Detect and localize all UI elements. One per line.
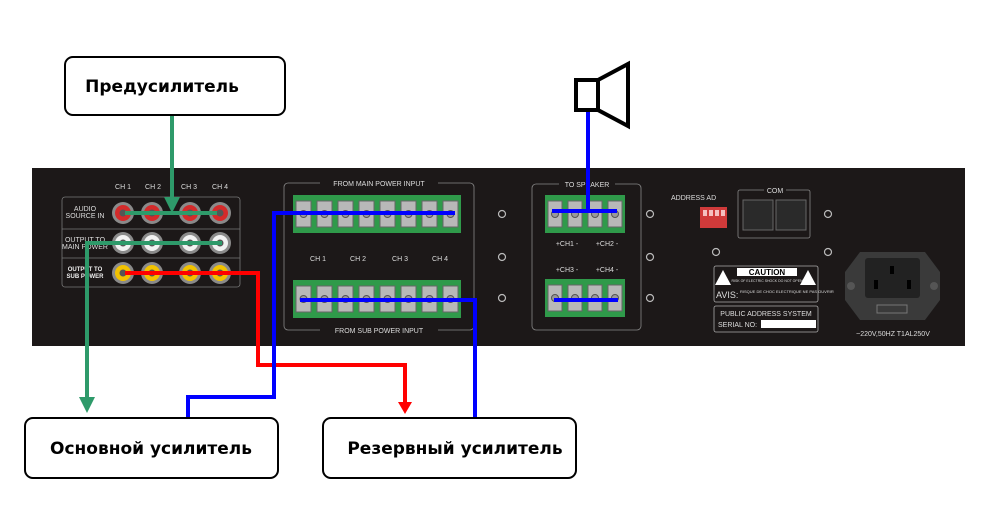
terminal-ch-label: CH 2 (350, 256, 366, 263)
warning-icon (800, 270, 816, 285)
blue-wires (186, 112, 618, 418)
row-label: AUDIO (74, 206, 97, 213)
rca-ch-label: CH 1 (115, 184, 131, 191)
speaker-ch-label: +CH4 - (596, 267, 619, 274)
warning-icon (715, 270, 731, 285)
main-power-input-wire (186, 211, 455, 418)
rca-ch-label: CH 3 (181, 184, 197, 191)
row-label: OUTPUT TO (65, 237, 106, 244)
screw-icon (645, 209, 655, 219)
preamp-box: Предусилитель (64, 56, 286, 116)
arrow-icon (398, 402, 412, 414)
address-dip-switch[interactable] (700, 207, 727, 228)
com-label: COM (767, 188, 784, 195)
rj45-port[interactable] (775, 199, 807, 231)
caution-label: CAUTION RISK OF ELECTRIC SHOCK DO NOT OP… (713, 265, 834, 303)
sub-power-input-wire (300, 298, 477, 418)
terminal-screw[interactable] (587, 200, 603, 228)
speaker-ch-label: +CH3 - (556, 267, 579, 274)
screw-icon (497, 293, 507, 303)
main-power-input-label: FROM MAIN POWER INPUT (333, 181, 425, 188)
row-label: SOURCE IN (66, 213, 105, 220)
speaker-ch-label: +CH1 - (556, 241, 579, 248)
terminal-screw[interactable] (567, 200, 583, 228)
pa-system-label: PUBLIC ADDRESS SYSTEM (720, 311, 812, 318)
address-label: ADDRESS AD (671, 195, 716, 202)
rca-ch-label: CH 2 (145, 184, 161, 191)
main-amp-label: Основной усилитель (50, 439, 252, 459)
screw-icon (823, 209, 833, 219)
serial-plate: PUBLIC ADDRESS SYSTEM SERIAL NO: (713, 305, 819, 333)
power-socket[interactable] (845, 252, 940, 320)
rca-jack[interactable] (112, 202, 134, 224)
rj45-port[interactable] (742, 199, 774, 231)
sub-power-input-label: FROM SUB POWER INPUT (335, 328, 424, 335)
screw-icon (645, 252, 655, 262)
screws (497, 209, 833, 303)
caution-text: CAUTION (749, 268, 786, 277)
screw-icon (497, 252, 507, 262)
power-rating-label: ~220V,50HZ T1AL250V (856, 331, 930, 338)
avis-subtext: RISQUE DE CHOC ELECTRIQUE NE PAS OUVRIR (740, 289, 834, 294)
screw-icon (497, 209, 507, 219)
terminal-ch-label: CH 1 (310, 256, 326, 263)
caution-subtext: RISK OF ELECTRIC SHOCK DO NOT OPEN (731, 279, 803, 283)
avis-text: AVIS: (716, 290, 738, 300)
speaker-ch-label: +CH2 - (596, 241, 619, 248)
terminal-screw[interactable] (607, 200, 623, 228)
terminal-screw[interactable] (547, 200, 563, 228)
main-amp-box: Основной усилитель (24, 417, 279, 479)
green-wires (79, 115, 222, 413)
sub-output-wire (125, 271, 407, 403)
preamp-label: Предусилитель (85, 77, 239, 97)
rca-ch-label: CH 4 (212, 184, 228, 191)
serial-label: SERIAL NO: (718, 322, 757, 329)
com-ports: COM (737, 186, 811, 239)
terminal-ch-label: CH 3 (392, 256, 408, 263)
screw-icon (711, 247, 721, 257)
rca-jack[interactable] (112, 262, 134, 284)
reserve-amp-label: Резервный усилитель (347, 439, 562, 459)
red-wire (125, 271, 412, 414)
terminal-ch-label: CH 4 (432, 256, 448, 263)
rca-jack[interactable] (209, 202, 231, 224)
screw-icon (823, 247, 833, 257)
speaker-icon (574, 60, 630, 130)
screw-icon (645, 293, 655, 303)
reserve-amp-box: Резервный усилитель (322, 417, 577, 479)
main-output-wire (79, 241, 222, 413)
